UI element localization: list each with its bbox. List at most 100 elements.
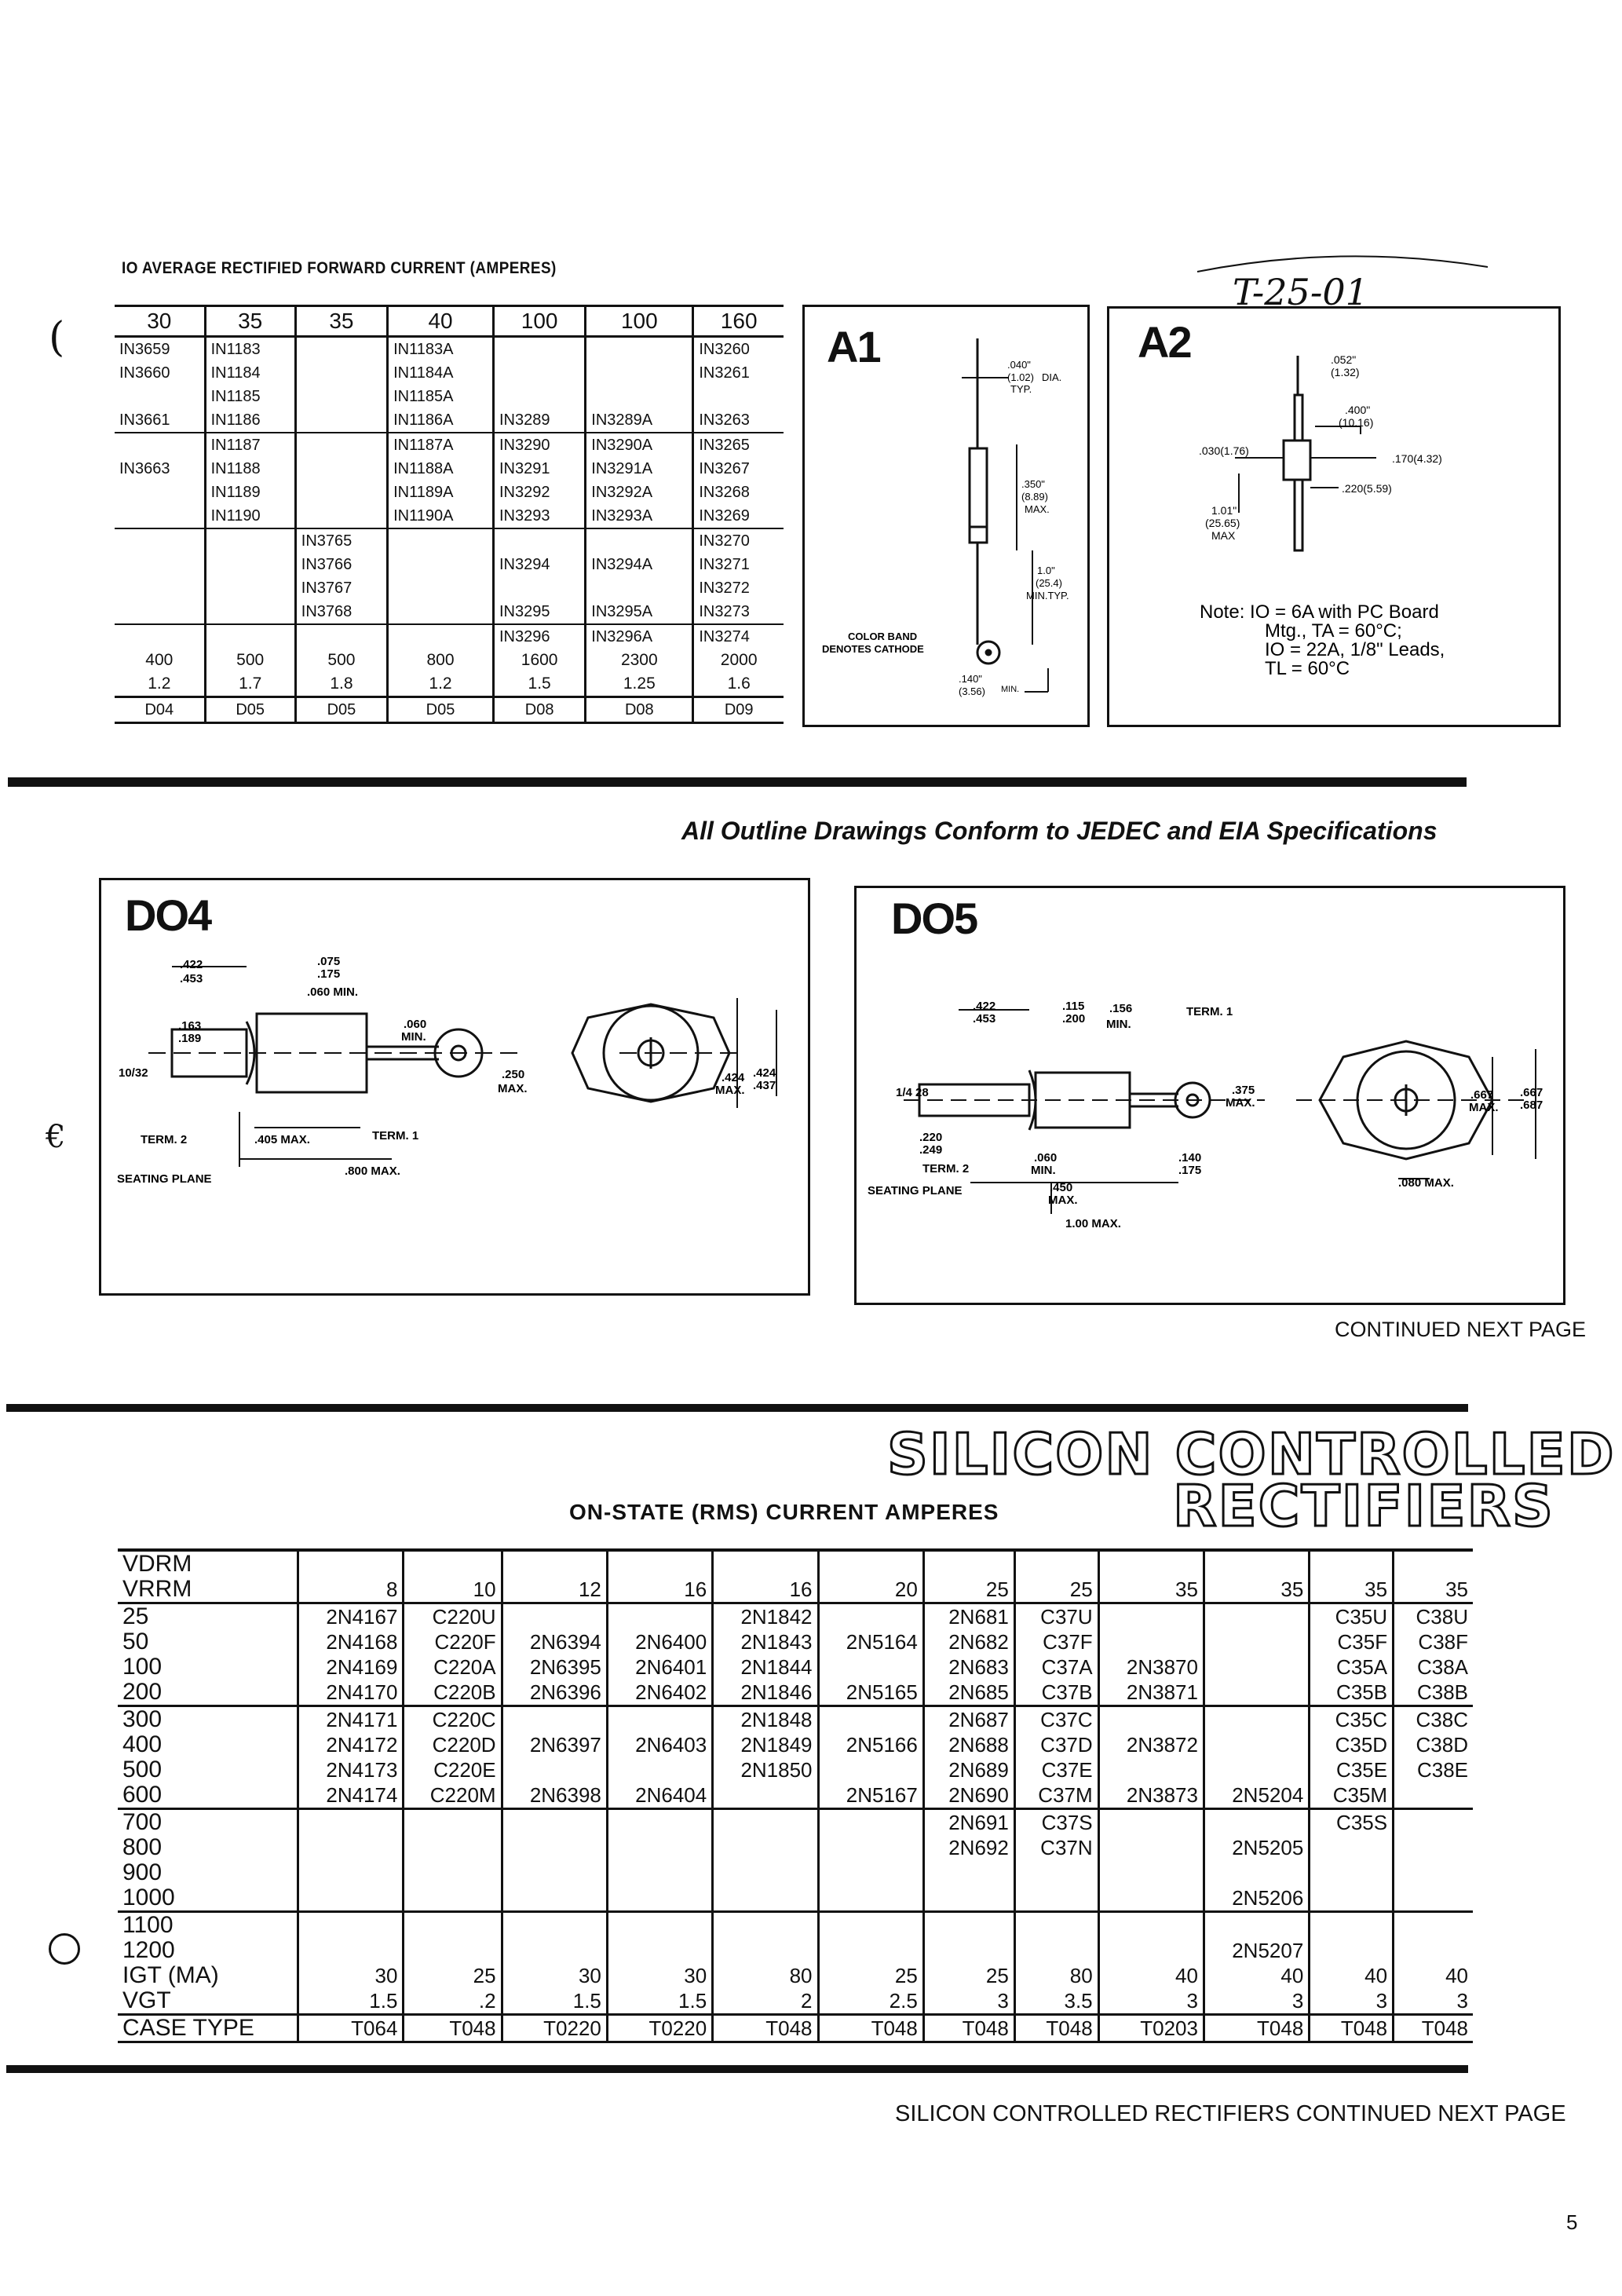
scr-cell xyxy=(297,1910,404,1938)
scr-cell: 2N1848 xyxy=(711,1705,819,1732)
scr-cell: C37B xyxy=(1013,1680,1099,1706)
scr-voltage-cell: 100 xyxy=(122,1654,163,1680)
scr-cell: 2N685 xyxy=(922,1680,1015,1706)
scr-cell xyxy=(1097,1705,1204,1732)
scr-current-header: 35 xyxy=(1202,1548,1310,1603)
rectifier-cell: IN3296 xyxy=(491,623,586,649)
do5-d5: .375 xyxy=(1232,1084,1255,1097)
a2-outline-box: A2 .052" (1.32) .400" (10.16) .030(1.76)… xyxy=(1107,306,1561,727)
do4-d1a: .422 xyxy=(180,958,203,971)
scr-cell xyxy=(1013,1938,1099,1963)
scr-cell: C37M xyxy=(1013,1782,1099,1809)
scr-cell: 2N4167 xyxy=(297,1602,404,1629)
scr-voltage-cell: 25 xyxy=(118,1602,298,1629)
scr-cell: C37N xyxy=(1013,1835,1099,1860)
a1-lead-min: MIN.TYP. xyxy=(1026,590,1069,601)
scr-cell: 2N6395 xyxy=(500,1654,608,1680)
scr-current-header: 25 xyxy=(922,1548,1015,1603)
scr-cell: .2 xyxy=(402,1988,502,2015)
scr-voltage-cell: 900 xyxy=(122,1859,163,1885)
do5-d6: .667 xyxy=(1470,1088,1493,1102)
rectifier-cell: IN3768 xyxy=(294,600,388,624)
scr-cell: C38F xyxy=(1392,1629,1473,1654)
rectifier-cell: 800 xyxy=(386,649,494,672)
scr-cell xyxy=(402,1910,502,1938)
scr-cell xyxy=(711,1860,819,1885)
separator-bar-3 xyxy=(6,2065,1468,2073)
scr-cell: C35E xyxy=(1308,1757,1394,1782)
scr-cell: C37S xyxy=(1013,1808,1099,1835)
rectifier-cell: 1.25 xyxy=(584,672,693,697)
rectifier-cell: IN3274 xyxy=(692,623,784,649)
scr-cell: 2N689 xyxy=(922,1757,1015,1782)
scr-cell: 2N1843 xyxy=(711,1629,819,1654)
do5-d10: .450 xyxy=(1050,1181,1072,1194)
scr-voltage-cell: 1100 xyxy=(118,1910,298,1938)
rectifier-cell: IN1183 xyxy=(203,335,296,361)
scr-cell xyxy=(402,1860,502,1885)
scr-cell: 80 xyxy=(1013,1963,1099,1988)
rectifier-case-type: D05 xyxy=(386,696,494,724)
scr-cell xyxy=(1308,1938,1394,1963)
scr-cell xyxy=(500,1808,608,1835)
rectifier-cell xyxy=(203,623,296,649)
scr-cell: C35F xyxy=(1308,1629,1394,1654)
rectifier-cell xyxy=(491,361,586,385)
rectifier-cell: IN3295 xyxy=(491,600,586,624)
scr-cell xyxy=(605,1860,713,1885)
do4-outline-box: DO4 .422 .453 .075 .175 .060 MIN. xyxy=(99,878,810,1296)
do5-d1b: .453 xyxy=(973,1012,995,1026)
rectifier-case-type: D09 xyxy=(692,696,784,724)
a2-top: .052" xyxy=(1331,353,1356,366)
scr-cell xyxy=(297,1808,404,1835)
page-number: 5 xyxy=(1566,2210,1578,2234)
scr-case-type: T0220 xyxy=(500,2013,608,2043)
scr-cell: 2 xyxy=(711,1988,819,2015)
a2-right: .170(4.32) xyxy=(1392,452,1442,465)
do5-d12: .080 MAX. xyxy=(1398,1176,1454,1190)
rectifier-col-header: 30 xyxy=(115,305,206,338)
scr-cell xyxy=(500,1602,608,1629)
do5-d7a: .667 xyxy=(1520,1086,1543,1099)
scr-cell xyxy=(605,1910,713,1938)
rectifier-case-type: D04 xyxy=(115,696,206,724)
scr-cell: 2N1850 xyxy=(711,1757,819,1782)
margin-mark-2: € xyxy=(46,1119,66,1155)
rectifier-cell: 2000 xyxy=(692,649,784,672)
scr-continued-next-page: SILICON CONTROLLED RECTIFIERS CONTINUED … xyxy=(895,2101,1566,2126)
scr-cell: 2N683 xyxy=(922,1654,1015,1680)
scr-cell: 2N5204 xyxy=(1202,1782,1310,1809)
rectifier-cell xyxy=(115,576,205,600)
scr-cell: C220M xyxy=(402,1782,502,1809)
scr-cell xyxy=(816,1705,924,1732)
scr-cell xyxy=(1202,1808,1310,1835)
scr-cell: 3 xyxy=(1202,1988,1310,2015)
a1-body-max: MAX. xyxy=(1025,503,1050,515)
scr-cell: 2N6403 xyxy=(605,1732,713,1757)
scr-cell xyxy=(711,1835,819,1860)
rectifier-cell: IN3272 xyxy=(692,576,784,600)
do4-d3: .060 MIN. xyxy=(307,985,358,999)
scr-cell xyxy=(1097,1938,1204,1963)
a1-bottom-min: MIN. xyxy=(1001,685,1019,694)
scr-cell: 2N687 xyxy=(922,1705,1015,1732)
do5-d3m: MIN. xyxy=(1106,1018,1131,1031)
scr-cell xyxy=(816,1602,924,1629)
rectifier-col-header: 35 xyxy=(294,305,388,338)
do4-d4a: .163 xyxy=(178,1019,201,1033)
scr-cell xyxy=(922,1938,1015,1963)
scr-current-header: 16 xyxy=(711,1548,819,1603)
do5-d8: .060 xyxy=(1034,1151,1057,1164)
scr-cell: 2N682 xyxy=(922,1629,1015,1654)
do5-d9a: .140 xyxy=(1178,1151,1201,1164)
scr-cell: 1.5 xyxy=(500,1988,608,2015)
